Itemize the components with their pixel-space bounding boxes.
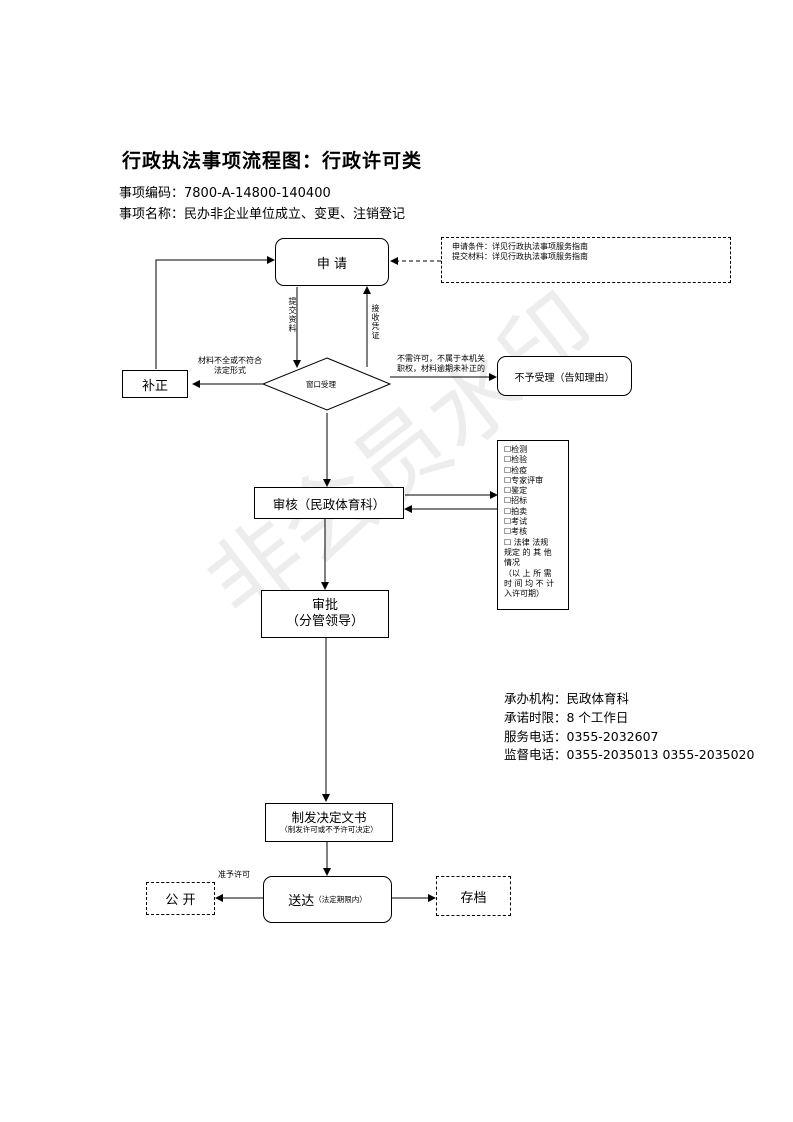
- incomplete-line1: 材料不全或不符合: [198, 356, 262, 365]
- checklist-item: 时 间 均 不 计: [504, 578, 555, 588]
- promised-time-limit: 承诺时限：8 个工作日: [504, 710, 629, 725]
- checklist-item: ☐招标: [504, 496, 528, 506]
- not-accept-label: 不予受理（告知理由）: [514, 372, 615, 384]
- archive-label: 存档: [460, 890, 487, 906]
- checklist-item: ☐拍卖: [504, 506, 528, 516]
- deliver-label: 送达: [288, 894, 315, 909]
- checklist-item: ☐考核: [504, 527, 528, 537]
- issue-label-line2: （制发许可或不予许可决定）: [280, 825, 378, 834]
- not-accept-node: 不予受理（告知理由）: [497, 356, 632, 396]
- window-accept-diamond: [261, 357, 392, 411]
- checklist-item: ☐鉴定: [504, 486, 528, 496]
- publish-node: 公 开: [146, 882, 215, 915]
- approve-node: 审批 （分管领导）: [261, 590, 389, 638]
- publish-label: 公 开: [165, 893, 196, 908]
- archive-node: 存档: [436, 876, 511, 916]
- checklist-item: ☐考试: [504, 517, 528, 527]
- item-name: 事项名称：民办非企业单位成立、变更、注销登记: [119, 207, 406, 222]
- issue-receipt-label: 接收凭证: [371, 304, 380, 340]
- checklist-item: （以 上 所 需: [504, 568, 552, 578]
- checklist-item: ☐专家评审: [504, 475, 544, 485]
- checklist-item: ☐检验: [504, 455, 528, 465]
- supplement-label: 补正: [141, 378, 168, 394]
- handling-agency: 承办机构：民政体育科: [504, 691, 630, 706]
- approve-label-line2: （分管领导）: [285, 614, 364, 629]
- submit-materials-note: 提交材料：详见行政执法事项服务指南: [452, 252, 588, 261]
- grant-permit-label: 准予许可: [218, 870, 250, 879]
- supplement-node: 补正: [122, 370, 188, 398]
- checklist-items: ☐检测 ☐检验 ☐检疫 ☐专家评审 ☐鉴定 ☐招标 ☐拍卖 ☐考试 ☐考核 ☐ …: [504, 445, 554, 599]
- review-node: 审核（民政体育科）: [254, 487, 404, 519]
- window-accept-label: 窗口受理: [306, 380, 336, 389]
- apply-notes-box: 申请条件：详见行政执法事项服务指南 提交材料：详见行政执法事项服务指南: [441, 237, 731, 283]
- issue-label-line1: 制发决定文书: [291, 810, 367, 825]
- item-code: 事项编码：7800-A-14800-140400: [119, 186, 331, 201]
- supervision-phone: 监督电话：0355-2035013 0355-2035020: [504, 747, 755, 762]
- service-phone: 服务电话：0355-2032607: [504, 729, 659, 744]
- apply-condition-note: 申请条件：详见行政执法事项服务指南: [452, 242, 588, 251]
- deliver-node: 送达 （法定期限内）: [263, 876, 392, 923]
- review-label: 审核（民政体育科）: [272, 496, 386, 512]
- checklist-item: ☐检疫: [504, 465, 528, 475]
- incomplete-line2: 法定形式: [214, 366, 246, 375]
- deliver-sublabel: （法定期限内）: [314, 895, 367, 904]
- issue-decision-node: 制发决定文书 （制发许可或不予许可决定）: [265, 803, 393, 842]
- apply-node: 申 请: [275, 238, 389, 286]
- reject-line1: 不需许可，不属于本机关: [397, 354, 485, 363]
- reject-conditions-label: 不需许可，不属于本机关 职权，材料逾期未补正的: [397, 354, 485, 374]
- special-procedures-checklist: ☐检测 ☐检验 ☐检疫 ☐专家评审 ☐鉴定 ☐招标 ☐拍卖 ☐考试 ☐考核 ☐ …: [497, 440, 569, 610]
- incomplete-materials-label: 材料不全或不符合 法定形式: [198, 356, 262, 376]
- page-title: 行政执法事项流程图：行政许可类: [122, 150, 423, 172]
- checklist-item: 规定 的 其 他: [504, 547, 552, 557]
- checklist-item: 情况: [504, 558, 520, 568]
- checklist-item: 入许可期）: [504, 589, 544, 599]
- checklist-item: ☐ 法律 法规: [504, 537, 549, 547]
- approve-label-line1: 审批: [311, 598, 338, 613]
- reject-line2: 职权，材料逾期未补正的: [397, 364, 485, 373]
- submit-materials-label: 提交资料: [288, 297, 297, 333]
- edge-supplement-to-apply: [155, 256, 275, 369]
- apply-label: 申 请: [316, 256, 348, 272]
- checklist-item: ☐检测: [504, 445, 528, 454]
